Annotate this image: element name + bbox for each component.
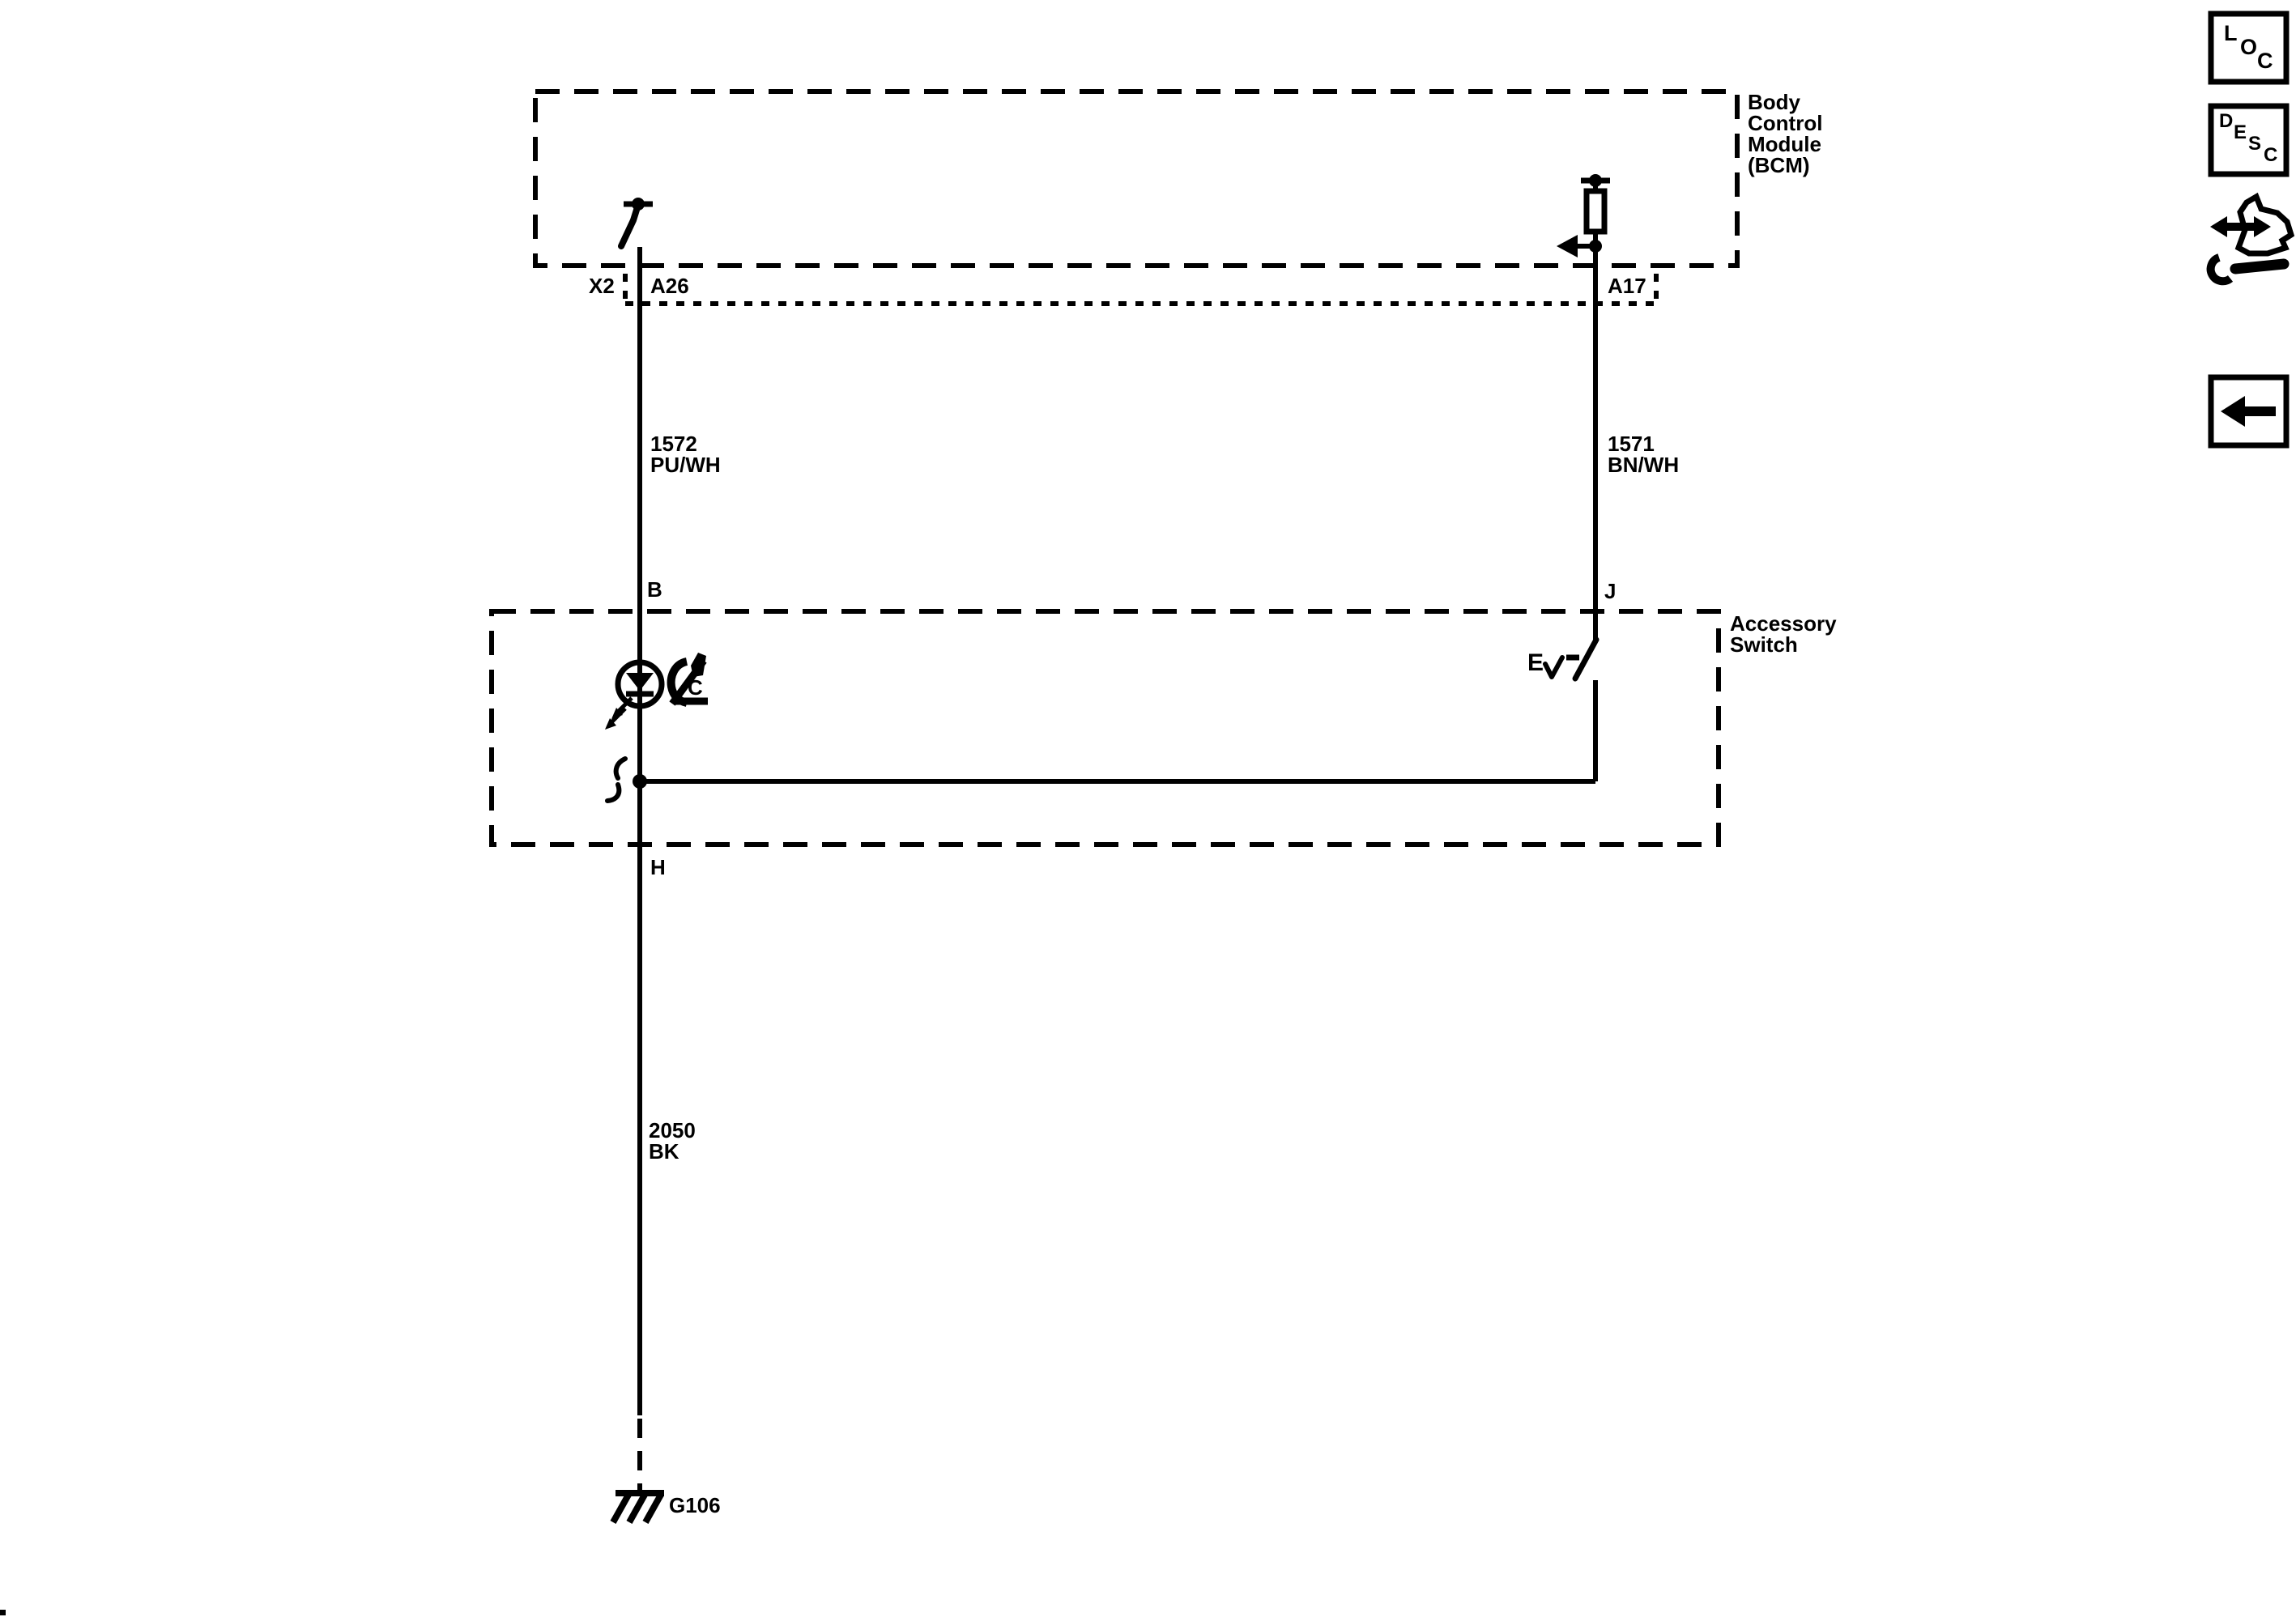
accessory-switch-symbol — [1543, 636, 1600, 781]
ground-symbol-g106 — [610, 1490, 664, 1524]
pin-a17-label: A17 — [1608, 274, 1646, 298]
pin-a26-label: A26 — [650, 274, 689, 298]
bcm-label-line1: Body — [1748, 90, 1800, 114]
wrench-glyph — [2206, 253, 2290, 286]
pin-h-label: H — [650, 855, 666, 879]
wire-1571-color-label: BN/WH — [1608, 453, 1680, 477]
signal-input-arrow — [1557, 235, 1595, 257]
driver-switch-blade — [618, 204, 641, 249]
led-light-arrows — [605, 696, 633, 730]
bcm-label-line4: (BCM) — [1748, 153, 1810, 177]
wire-1571-circuit-label: 1571 — [1608, 432, 1655, 456]
bcm-label-line2: Control — [1748, 111, 1823, 135]
bcm-left-driver-symbol — [618, 198, 653, 249]
wire-2050-color-label: BK — [649, 1139, 679, 1164]
loc-button-box[interactable] — [2208, 11, 2290, 85]
desc-letter-c: C — [2264, 144, 2278, 166]
pin-b-label: B — [647, 577, 662, 602]
led-circle — [615, 659, 665, 709]
switch-blade — [1572, 636, 1600, 682]
accessory-switch-label-line1: Accessory — [1730, 611, 1837, 636]
accessory-switch-box — [489, 609, 1721, 847]
connector-x2-label: X2 — [589, 274, 615, 298]
desc-letter-s: S — [2248, 133, 2262, 155]
panel-outline — [2234, 192, 2295, 257]
indicator-slash — [669, 658, 707, 706]
back-button[interactable] — [2208, 374, 2290, 449]
back-button-box[interactable] — [2208, 374, 2290, 449]
bcm-connector-x2-line — [623, 274, 1659, 306]
desc-letter-e: E — [2234, 121, 2247, 143]
repair-instructions-icon[interactable] — [2206, 192, 2295, 286]
desc-letter-d: D — [2219, 110, 2234, 132]
check-icon — [1543, 655, 1565, 679]
loc-letter-l: L — [2224, 21, 2238, 45]
wire-1572-circuit-label: 1572 — [650, 432, 697, 456]
bcm-pullup-symbol — [1581, 174, 1610, 235]
accessory-switch-label-line2: Switch — [1730, 632, 1798, 657]
led-indicator-symbol — [605, 659, 665, 730]
wire-1572-color-label: PU/WH — [650, 453, 721, 477]
indicator-letter: C — [688, 675, 703, 700]
led-diode-triangle — [626, 673, 654, 691]
wire-hook-symbol — [605, 756, 628, 803]
junction-dot — [633, 774, 647, 789]
bcm-label-line3: Module — [1748, 132, 1821, 156]
stray-mark — [0, 1610, 6, 1615]
wire-2050-circuit-label: 2050 — [649, 1118, 696, 1143]
pullup-resistor-body — [1583, 188, 1608, 235]
accessory-indicator-icon: C — [667, 653, 708, 707]
back-arrow-icon — [2221, 396, 2276, 427]
desc-button-box[interactable] — [2208, 103, 2290, 177]
pin-j-label: J — [1604, 579, 1617, 603]
loc-letter-o: O — [2240, 35, 2258, 59]
switch-position-label: E — [1527, 649, 1544, 676]
bcm-box — [533, 89, 1740, 268]
loc-letter-c: C — [2257, 49, 2273, 73]
ground-id-label: G106 — [669, 1493, 721, 1517]
